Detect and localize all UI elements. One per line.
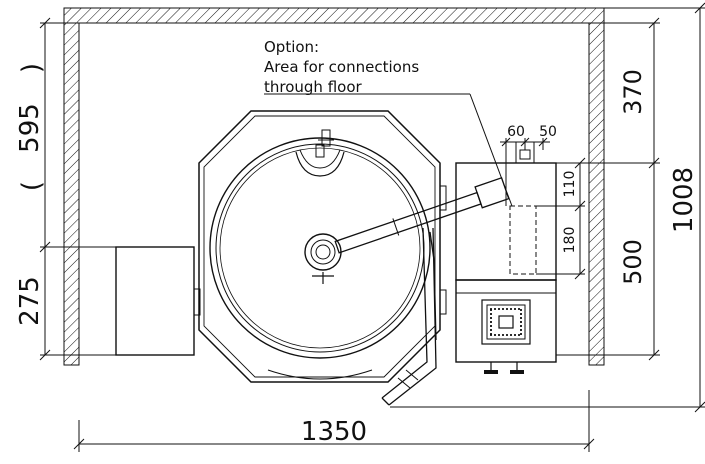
right-lower-box (455, 279, 557, 363)
dim-left-height: 595 (15, 103, 45, 153)
dim-lower-left: 275 (15, 276, 45, 326)
feet (484, 362, 524, 374)
dim-paren-open: ( (17, 181, 47, 191)
pivot-arm (334, 176, 510, 254)
dim-side-b: 180 (562, 227, 578, 254)
note-line-1: Option: (264, 38, 319, 56)
octagon-housing (198, 110, 441, 383)
dim-side-a: 110 (562, 171, 578, 198)
note-line-3: through floor (264, 78, 363, 96)
top-wall (63, 7, 605, 24)
drain-pipe (381, 227, 437, 406)
outer-ring (209, 137, 431, 359)
dim-total-width: 1350 (301, 417, 367, 447)
dim-rear-clearance: 370 (619, 69, 647, 115)
center-hub (304, 233, 342, 271)
dim-total-depth: 1008 (669, 167, 699, 233)
note-line-2: Area for connections (264, 58, 419, 76)
note-text: Option: Area for connections through flo… (264, 38, 419, 96)
dim-top-b: 50 (539, 124, 557, 140)
dim-unit-depth: 500 (619, 239, 647, 285)
walls (63, 7, 605, 366)
connection-area (509, 205, 537, 275)
left-unit (115, 246, 201, 356)
dim-top-a: 60 (507, 124, 525, 140)
dim-paren-close: ) (17, 63, 47, 73)
left-wall (63, 22, 80, 366)
right-wall (588, 22, 605, 366)
control-panel (481, 299, 531, 345)
main-machine (198, 110, 510, 406)
dimension-lines (39, 2, 705, 452)
